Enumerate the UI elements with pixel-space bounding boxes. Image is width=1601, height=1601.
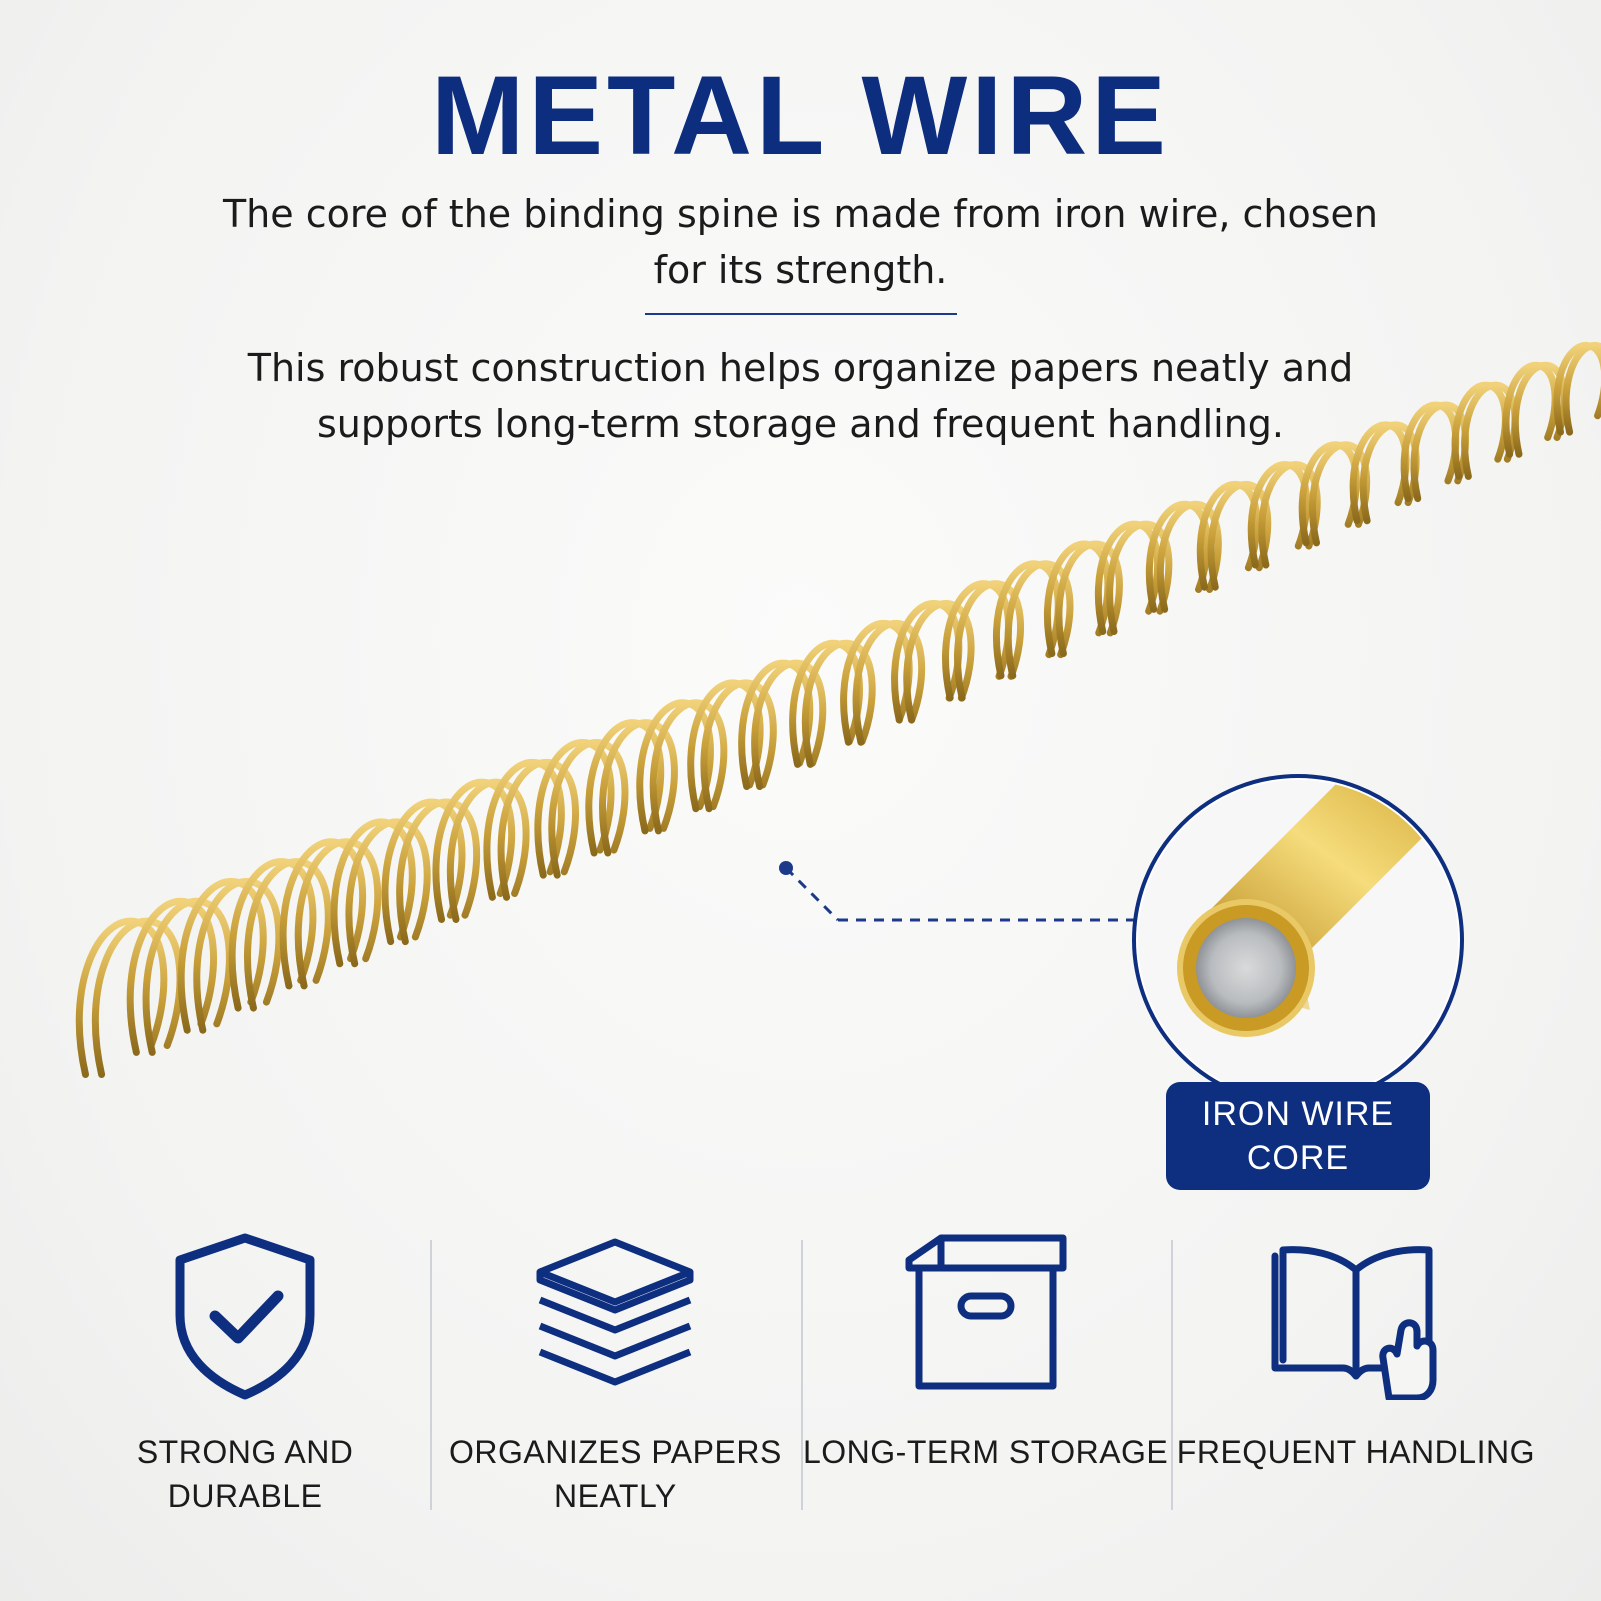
wire-loop: [751, 659, 827, 791]
feature-strong-durable: STRONG AND DURABLE: [60, 1230, 430, 1530]
wire-loop: [649, 699, 728, 835]
feature-frequent-handling: FREQUENT HANDLING: [1170, 1230, 1541, 1530]
magnifier-lens: [1132, 774, 1464, 1106]
wire-loop: [903, 600, 975, 724]
wire-loop: [700, 679, 777, 813]
paper-stack-icon: [536, 1238, 694, 1386]
wire-loop: [548, 739, 629, 879]
feature-label: LONG-TERM STORAGE: [802, 1434, 1169, 1470]
wire-loop: [1207, 481, 1272, 591]
divider: [645, 313, 957, 315]
wire-loop: [598, 719, 678, 857]
wire-loop: [1106, 520, 1173, 635]
wire-loop: [446, 778, 530, 923]
iron-wire-core-label: IRON WIRE CORE: [1166, 1082, 1430, 1190]
wire-loop: [1562, 342, 1601, 436]
book-hand-icon: [1271, 1246, 1437, 1400]
wire-loop: [1258, 461, 1321, 569]
feature-label: STRONG AND DURABLE: [136, 1434, 354, 1514]
wire-loop: [954, 580, 1024, 702]
callout-dot: [779, 861, 793, 875]
wire-loop: [1156, 500, 1222, 613]
page-title: METAL WIRE: [431, 53, 1170, 178]
wire-loop: [1004, 560, 1074, 680]
feature-long-term-storage: LONG-TERM STORAGE: [800, 1230, 1171, 1530]
wire-loop: [852, 620, 926, 746]
wire-coils: [75, 342, 1601, 1079]
body-text: This robust construction helps organize …: [247, 346, 1354, 446]
shield-check-icon: [175, 1233, 315, 1400]
intro-text: The core of the binding spine is made fr…: [222, 192, 1379, 292]
feature-label: ORGANIZES PAPERS NEATLY: [448, 1434, 782, 1514]
feature-organizes-papers: ORGANIZES PAPERS NEATLY: [430, 1230, 800, 1530]
callout-leader: [784, 866, 840, 922]
feature-row: STRONG AND DURABLE ORGANIZES PAPERS NEAT…: [60, 1230, 1541, 1530]
wire-loop: [1055, 540, 1123, 658]
feature-label: FREQUENT HANDLING: [1176, 1434, 1535, 1470]
wire-loop: [801, 639, 876, 768]
storage-box-icon: [905, 1234, 1067, 1390]
wire-loop: [497, 758, 580, 901]
